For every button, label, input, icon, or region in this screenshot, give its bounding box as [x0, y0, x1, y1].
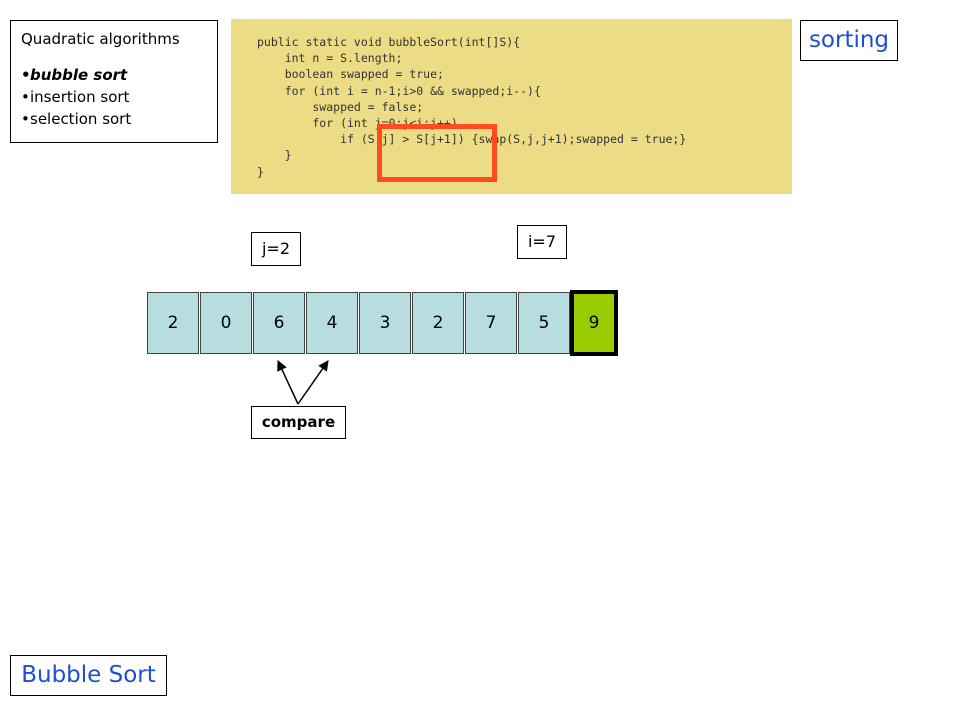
array-cell: 3: [359, 292, 411, 354]
code-line: int n = S.length;: [257, 51, 403, 66]
code-line: }: [257, 148, 292, 163]
topic-tag: sorting: [800, 20, 898, 61]
code-line: for (int j=0;j<i;j++): [257, 115, 458, 130]
compare-arrow-right: [297, 360, 329, 405]
array-cell: 2: [412, 292, 464, 354]
compare-label: compare: [251, 406, 346, 439]
code-line: swapped = false;: [257, 99, 424, 114]
algorithm-item-insertion-sort: insertion sort: [21, 86, 207, 108]
array-cell: 4: [306, 292, 358, 354]
algorithms-panel: Quadratic algorithms bubble sort inserti…: [10, 20, 218, 143]
page-title: Bubble Sort: [10, 655, 167, 696]
array-cell: 2: [147, 292, 199, 354]
compare-arrow-left: [277, 360, 299, 405]
i-index-label: i=7: [517, 225, 567, 259]
array-cell: 7: [465, 292, 517, 354]
algorithms-heading: Quadratic algorithms: [21, 30, 180, 48]
code-line: if (S[j] > S[j+1]) {swap(S,j,j+1);swappe…: [257, 132, 687, 147]
code-line: for (int i = n-1;i>0 && swapped;i--){: [257, 83, 541, 98]
array-cell: 5: [518, 292, 570, 354]
code-line: public static void bubbleSort(int[]S){: [257, 35, 521, 49]
algorithm-item-selection-sort: selection sort: [21, 108, 207, 130]
code-panel: public static void bubbleSort(int[]S){ i…: [231, 19, 792, 194]
algorithms-list: bubble sort insertion sort selection sor…: [21, 64, 207, 130]
array-cell: 0: [200, 292, 252, 354]
code-line: boolean swapped = true;: [257, 67, 444, 82]
code-line: }: [257, 164, 264, 179]
array-cell: 6: [253, 292, 305, 354]
code-highlight-box: [377, 124, 497, 182]
array-cell-sorted: 9: [570, 290, 618, 356]
algorithm-item-bubble-sort: bubble sort: [21, 64, 207, 86]
j-index-label: j=2: [251, 232, 301, 266]
